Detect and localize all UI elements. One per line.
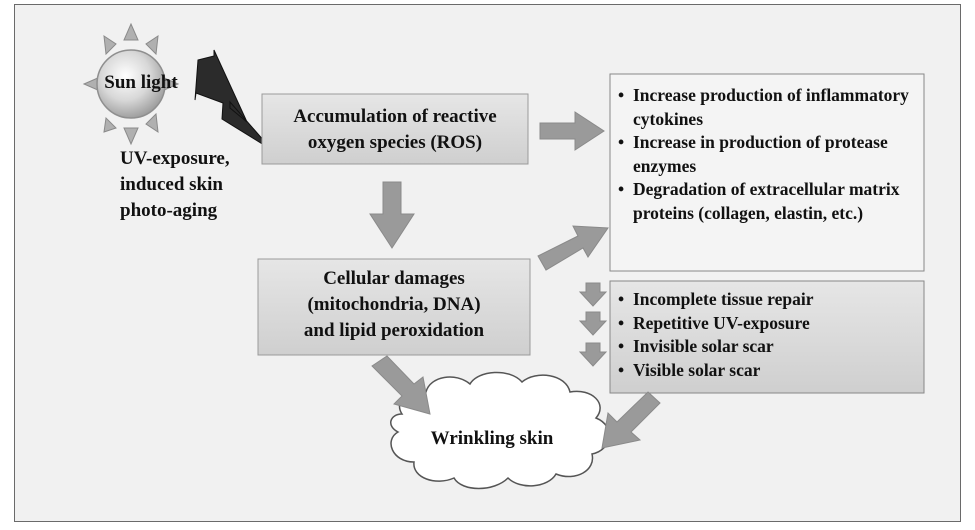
ros-line: oxygen species (ROS): [307, 132, 483, 153]
cellular-box-label: Cellular damages (mitochondria, DNA) and…: [258, 266, 530, 344]
outcomes-list-item: Invisible solar scar: [618, 335, 918, 359]
ros-box-label: Accumulation of reactive oxygen species …: [262, 104, 528, 156]
cellular-line: and lipid peroxidation: [303, 320, 485, 341]
wrinkling-skin-cloud: [390, 371, 610, 490]
outcomes-list: Incomplete tissue repair Repetitive UV-e…: [618, 288, 918, 382]
cellular-line: (mitochondria, DNA): [307, 294, 481, 315]
ros-box: [261, 93, 529, 165]
arrow-down-small-1: [578, 282, 608, 307]
effects-list-item: Increase production of inflammatory cyto…: [618, 84, 918, 131]
ros-line: Accumulation of reactive: [293, 106, 497, 127]
arrow-cellular-to-effects: [537, 225, 609, 271]
effects-list-item: Degradation of extracellular matrix prot…: [618, 178, 918, 225]
outcomes-list-item: Incomplete tissue repair: [618, 288, 918, 312]
outcomes-list-item: Visible solar scar: [618, 359, 918, 383]
sun-label: Sun light: [104, 72, 178, 93]
cellular-damage-box: [257, 258, 531, 356]
uv-caption-line: induced skin: [120, 174, 223, 195]
arrow-ros-to-cellular: [369, 181, 415, 249]
arrow-down-small-2: [578, 311, 608, 336]
uv-caption-line: photo-aging: [120, 200, 218, 221]
arrow-outcomes-to-wrinkling: [601, 391, 661, 449]
arrow-cellular-to-wrinkling: [371, 355, 431, 415]
arrow-ros-to-effects: [539, 111, 605, 151]
arrow-down-small-3: [578, 342, 608, 367]
effects-list-item: Increase in production of protease enzym…: [618, 131, 918, 178]
cellular-line: Cellular damages: [323, 268, 465, 289]
outcomes-list-item: Repetitive UV-exposure: [618, 312, 918, 336]
effects-list: Increase production of inflammatory cyto…: [618, 84, 918, 226]
wrinkling-skin-label: Wrinkling skin: [430, 428, 554, 449]
lightning-bolt-icon: [194, 49, 273, 151]
uv-exposure-caption: UV-exposure, induced skin photo-aging: [120, 146, 280, 224]
uv-caption-line: UV-exposure,: [120, 148, 230, 169]
sun-icon: [82, 22, 180, 146]
